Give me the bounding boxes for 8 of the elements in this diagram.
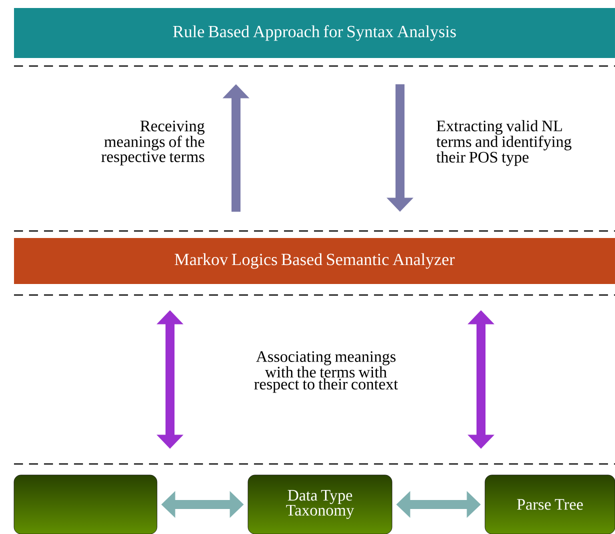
title-bar: Markov Logics Based Semantic Analyzer — [14, 238, 615, 284]
description-text: Associating meanings with the terms with respect to their context — [254, 351, 398, 393]
component-box: Data Type Taxonomy — [248, 474, 392, 534]
component-box — [14, 474, 158, 534]
edge-label: Extracting valid NL terms and identifying their POS type — [436, 120, 572, 166]
component-box: Parse Tree — [484, 474, 615, 534]
edge-label: Receiving meanings of the respective terms — [101, 120, 205, 166]
title-bar: Rule Based Approach for Syntax Analysis — [14, 8, 615, 58]
